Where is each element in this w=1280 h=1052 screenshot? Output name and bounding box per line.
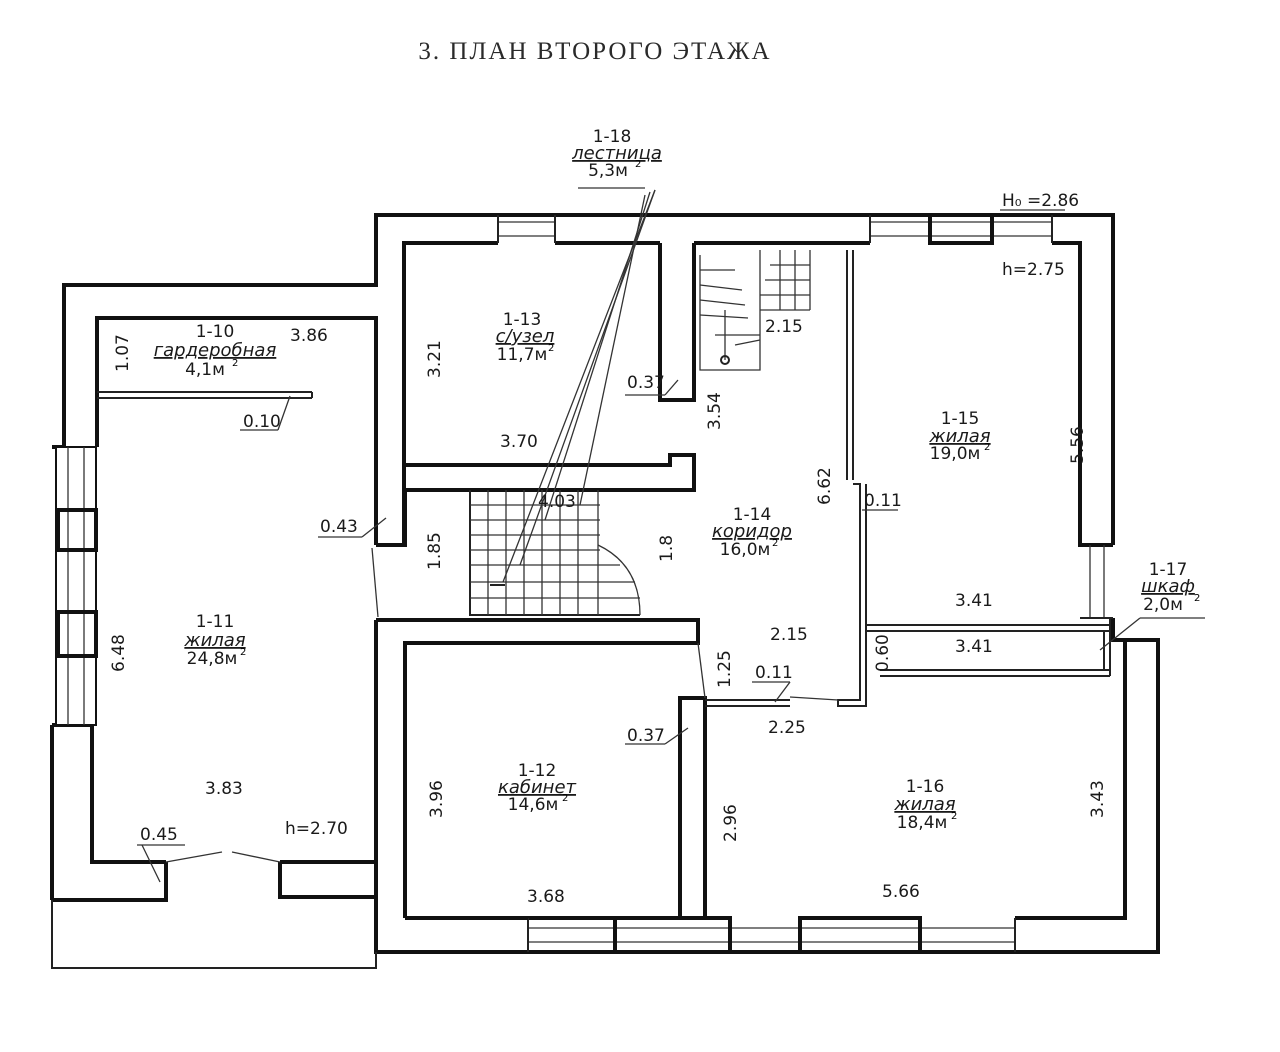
dim-3-68: 3.68	[527, 887, 565, 907]
room-name: жилая	[183, 630, 245, 651]
dim-2-15a: 2.15	[765, 317, 803, 337]
room-1-16-label: 1-16 жилая 18,4м 2	[893, 777, 957, 833]
dim-6-48: 6.48	[109, 634, 129, 672]
room-area: 5,3м	[588, 161, 628, 181]
area-sup: 2	[1194, 593, 1200, 604]
room-area: 16,0м	[720, 540, 771, 560]
room-id: 1-13	[503, 310, 542, 330]
dim-0-60: 0.60	[873, 634, 893, 672]
dim-3-41a: 3.41	[955, 591, 993, 611]
room-name: коридор	[712, 521, 792, 542]
dim-3-43: 3.43	[1088, 780, 1108, 818]
dim-1-8: 1.8	[657, 535, 677, 562]
dim-0-43: 0.43	[320, 517, 358, 537]
room-id: 1-17	[1149, 560, 1188, 580]
dim-1-85: 1.85	[425, 532, 445, 570]
staircase	[470, 250, 811, 616]
room-area: 2,0м	[1143, 595, 1183, 615]
dim-0-37a: 0.37	[627, 373, 665, 393]
area-sup: 2	[240, 647, 246, 658]
windows	[51, 213, 1113, 969]
dim-3-83: 3.83	[205, 779, 243, 799]
room-1-11-label: 1-11 жилая 24,8м 2	[183, 612, 246, 669]
area-sup: 2	[232, 358, 238, 369]
room-name: жилая	[928, 426, 990, 447]
room-1-18-label: 1-18 лестница 5,3м 2	[571, 127, 662, 181]
room-id: 1-14	[733, 505, 772, 525]
dim-0-10: 0.10	[243, 412, 281, 432]
h-left-label: h=2.70	[285, 819, 348, 839]
room-name: жилая	[893, 794, 955, 815]
room-id: 1-10	[196, 322, 235, 342]
outer-walls	[50, 213, 1160, 954]
dim-3-41b: 3.41	[955, 637, 993, 657]
dim-0-11b: 0.11	[755, 663, 793, 683]
area-sup: 2	[951, 811, 957, 822]
room-1-10-label: 1-10 гардеробная 4,1м 2	[154, 322, 277, 380]
room-id: 1-11	[196, 612, 235, 632]
plan-title: 3. ПЛАН ВТОРОГО ЭТАЖА	[418, 38, 772, 65]
dim-3-21: 3.21	[425, 340, 445, 378]
room-name: шкаф	[1141, 576, 1195, 597]
room-id: 1-12	[518, 761, 557, 781]
dim-2-15b: 2.15	[770, 625, 808, 645]
room-area: 24,8м	[187, 649, 238, 669]
area-sup: 2	[984, 442, 990, 453]
dim-3-96: 3.96	[427, 780, 447, 818]
dim-0-11a: 0.11	[864, 491, 902, 511]
room-1-17-label: 1-17 шкаф 2,0м 2	[1141, 560, 1200, 615]
room-area: 19,0м	[930, 444, 981, 464]
h0-label: H₀ =2.86	[1002, 191, 1079, 211]
dim-3-86: 3.86	[290, 326, 328, 346]
room-1-15-label: 1-15 жилая 19,0м 2	[928, 409, 990, 464]
area-sup: 2	[548, 343, 554, 354]
leader-lines	[137, 187, 1205, 883]
dim-1-25: 1.25	[715, 650, 735, 688]
room-area: 4,1м	[185, 360, 225, 380]
room-1-13-label: 1-13 с/узел 11,7м 2	[496, 310, 555, 365]
room-id: 1-15	[941, 409, 980, 429]
room-id: 1-18	[593, 127, 632, 147]
dim-2-25: 2.25	[768, 718, 806, 738]
area-sup: 2	[772, 538, 778, 549]
room-id: 1-16	[906, 777, 945, 797]
dim-1-07: 1.07	[113, 334, 133, 372]
room-name: кабинет	[498, 777, 577, 798]
room-name: с/узел	[496, 326, 555, 347]
dim-5-66: 5.66	[882, 882, 920, 902]
room-name: гардеробная	[154, 340, 277, 361]
dim-2-96: 2.96	[721, 804, 741, 842]
room-1-12-label: 1-12 кабинет 14,6м 2	[498, 761, 577, 815]
dim-0-45: 0.45	[140, 825, 178, 845]
room-name: лестница	[571, 143, 662, 164]
dim-5-56: 5.56	[1068, 426, 1088, 464]
interior-walls	[97, 243, 1111, 920]
dim-3-54: 3.54	[705, 392, 725, 430]
room-area: 14,6м	[508, 795, 559, 815]
room-1-14-label: 1-14 коридор 16,0м 2	[712, 505, 792, 560]
dimension-labels: 1.07 3.86 0.10 6.48 3.83 0.45 0.43 1.85 …	[109, 317, 1108, 907]
area-sup: 2	[635, 159, 641, 170]
room-area: 18,4м	[897, 813, 948, 833]
area-sup: 2	[562, 793, 568, 804]
dim-6-62: 6.62	[815, 467, 835, 505]
h-right-label: h=2.75	[1002, 260, 1065, 280]
dim-0-37b: 0.37	[627, 726, 665, 746]
dim-3-70: 3.70	[500, 432, 538, 452]
room-area: 11,7м	[497, 345, 548, 365]
dim-4-03: 4.03	[538, 492, 576, 512]
